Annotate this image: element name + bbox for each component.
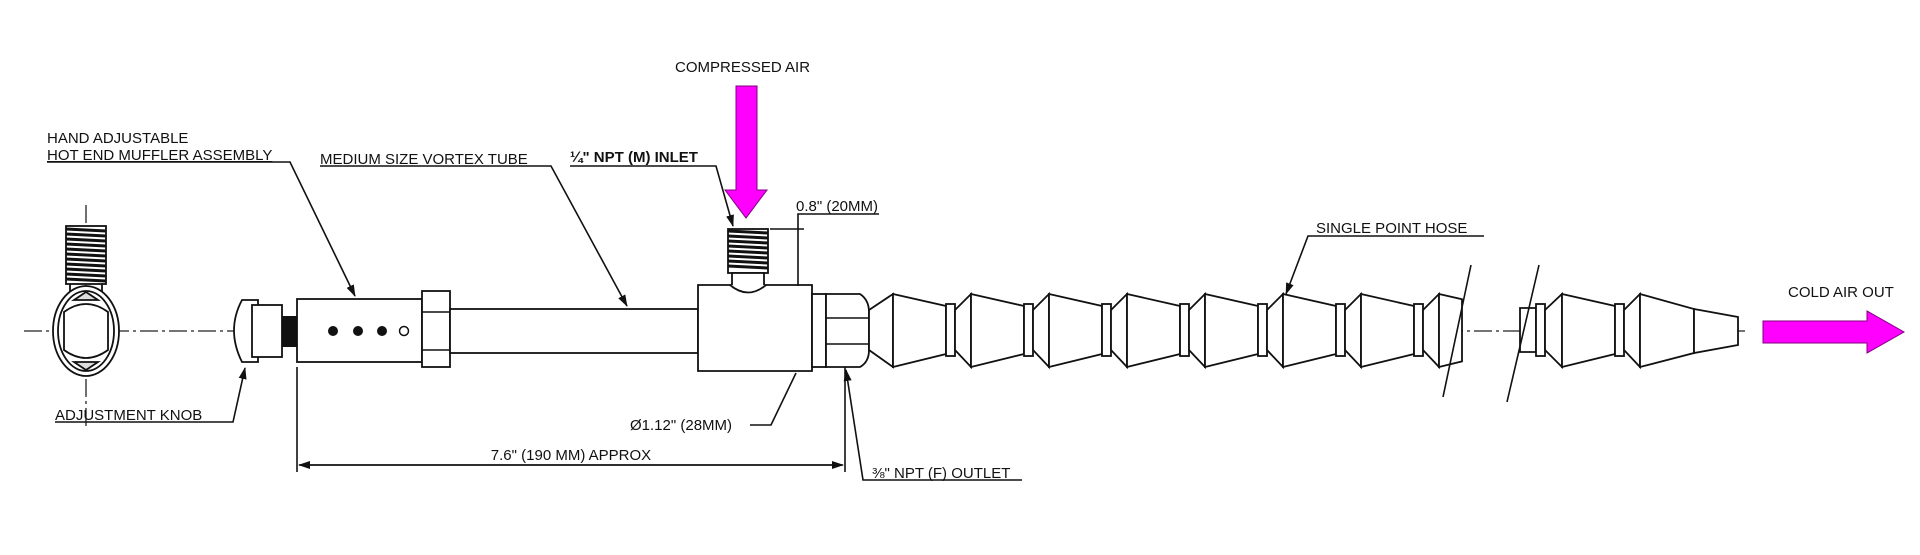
- vortex-tube-label: MEDIUM SIZE VORTEX TUBE: [320, 151, 528, 168]
- thread-line: [65, 262, 107, 268]
- thread-line: [65, 257, 107, 263]
- hose-cone: [892, 292, 947, 369]
- cold-air-out-label: COLD AIR OUT: [1788, 284, 1894, 301]
- hose-collar: [1535, 303, 1546, 357]
- length-dimension-label: 7.6" (190 MM) APPROX: [491, 447, 651, 464]
- outlet-label: ⅜" NPT (F) OUTLET: [872, 465, 1010, 482]
- hose-cup: [954, 291, 972, 370]
- single-point-hose: [868, 291, 1739, 370]
- hose-cup: [1344, 291, 1362, 370]
- thread-line: [727, 239, 769, 245]
- thread-line: [65, 247, 107, 253]
- thread-line: [727, 229, 769, 235]
- inlet-tee: [697, 228, 813, 372]
- thread-line: [727, 254, 769, 260]
- hose-cup: [1623, 291, 1641, 370]
- thread-line: [727, 244, 769, 250]
- compressed-air-arrow: [724, 85, 768, 219]
- single-point-hose-label: SINGLE POINT HOSE: [1316, 220, 1467, 237]
- hose-cup: [868, 292, 894, 369]
- hand-adjustable-label: HAND ADJUSTABLE: [47, 130, 188, 147]
- thread-line: [727, 234, 769, 240]
- break-line: [1506, 264, 1540, 403]
- break-line: [1442, 264, 1472, 398]
- hose-cup: [1544, 291, 1563, 370]
- hose-cone: [1126, 292, 1181, 369]
- thread-line: [65, 232, 107, 238]
- end-view-fitting: [52, 225, 120, 377]
- cold-air-out-arrow: [1762, 310, 1906, 354]
- hose-cone: [1561, 292, 1616, 369]
- nozzle-tip: [1693, 307, 1739, 355]
- hose-collar: [1179, 303, 1190, 357]
- hose-collar: [1023, 303, 1034, 357]
- hose-cup: [1266, 291, 1284, 370]
- hose-cup: [1422, 291, 1440, 370]
- hose-collar: [1614, 303, 1625, 357]
- diameter-label: Ø1.12" (28MM): [630, 417, 732, 434]
- thread-line: [65, 252, 107, 258]
- nozzle-cone: [1639, 292, 1695, 369]
- hose-cone: [1204, 292, 1259, 369]
- hose-collar: [1257, 303, 1268, 357]
- thread-line: [727, 259, 769, 265]
- inlet-label: ¼" NPT (M) INLET: [570, 149, 698, 166]
- leaders: [47, 161, 1484, 481]
- hose-cone: [1282, 292, 1337, 369]
- hose-collar: [1101, 303, 1112, 357]
- thread-line: [65, 277, 107, 283]
- hose-cone: [1048, 292, 1103, 369]
- hose-collar: [1413, 303, 1424, 357]
- hose-cup: [1032, 291, 1050, 370]
- thread-line: [727, 249, 769, 255]
- inlet-height-label: 0.8" (20MM): [796, 198, 878, 215]
- compressed-air-label: COMPRESSED AIR: [675, 59, 810, 76]
- thread-line: [65, 237, 107, 243]
- hot-end-muffler-label: HOT END MUFFLER ASSEMBLY: [47, 147, 272, 164]
- adjustment-knob-label: ADJUSTMENT KNOB: [55, 407, 202, 424]
- outlet-nut: [811, 293, 870, 368]
- hose-cup: [1188, 291, 1206, 370]
- hot-end-muffler: [296, 290, 451, 368]
- hose-collar: [1335, 303, 1346, 357]
- hose-cone: [1360, 292, 1415, 369]
- thread-line: [65, 227, 107, 233]
- thread-line: [65, 242, 107, 248]
- vortex-tube-body: [449, 308, 699, 354]
- knob-shaft: [282, 316, 297, 347]
- adjustment-knob: [233, 299, 297, 363]
- thread-line: [65, 272, 107, 278]
- hose-cone: [970, 292, 1025, 369]
- thread-line: [727, 264, 769, 270]
- thread-line: [65, 267, 107, 273]
- hose-cone: [1438, 292, 1463, 369]
- hose-cup: [1110, 291, 1128, 370]
- hose-collar: [945, 303, 956, 357]
- thread-lines: [65, 227, 107, 283]
